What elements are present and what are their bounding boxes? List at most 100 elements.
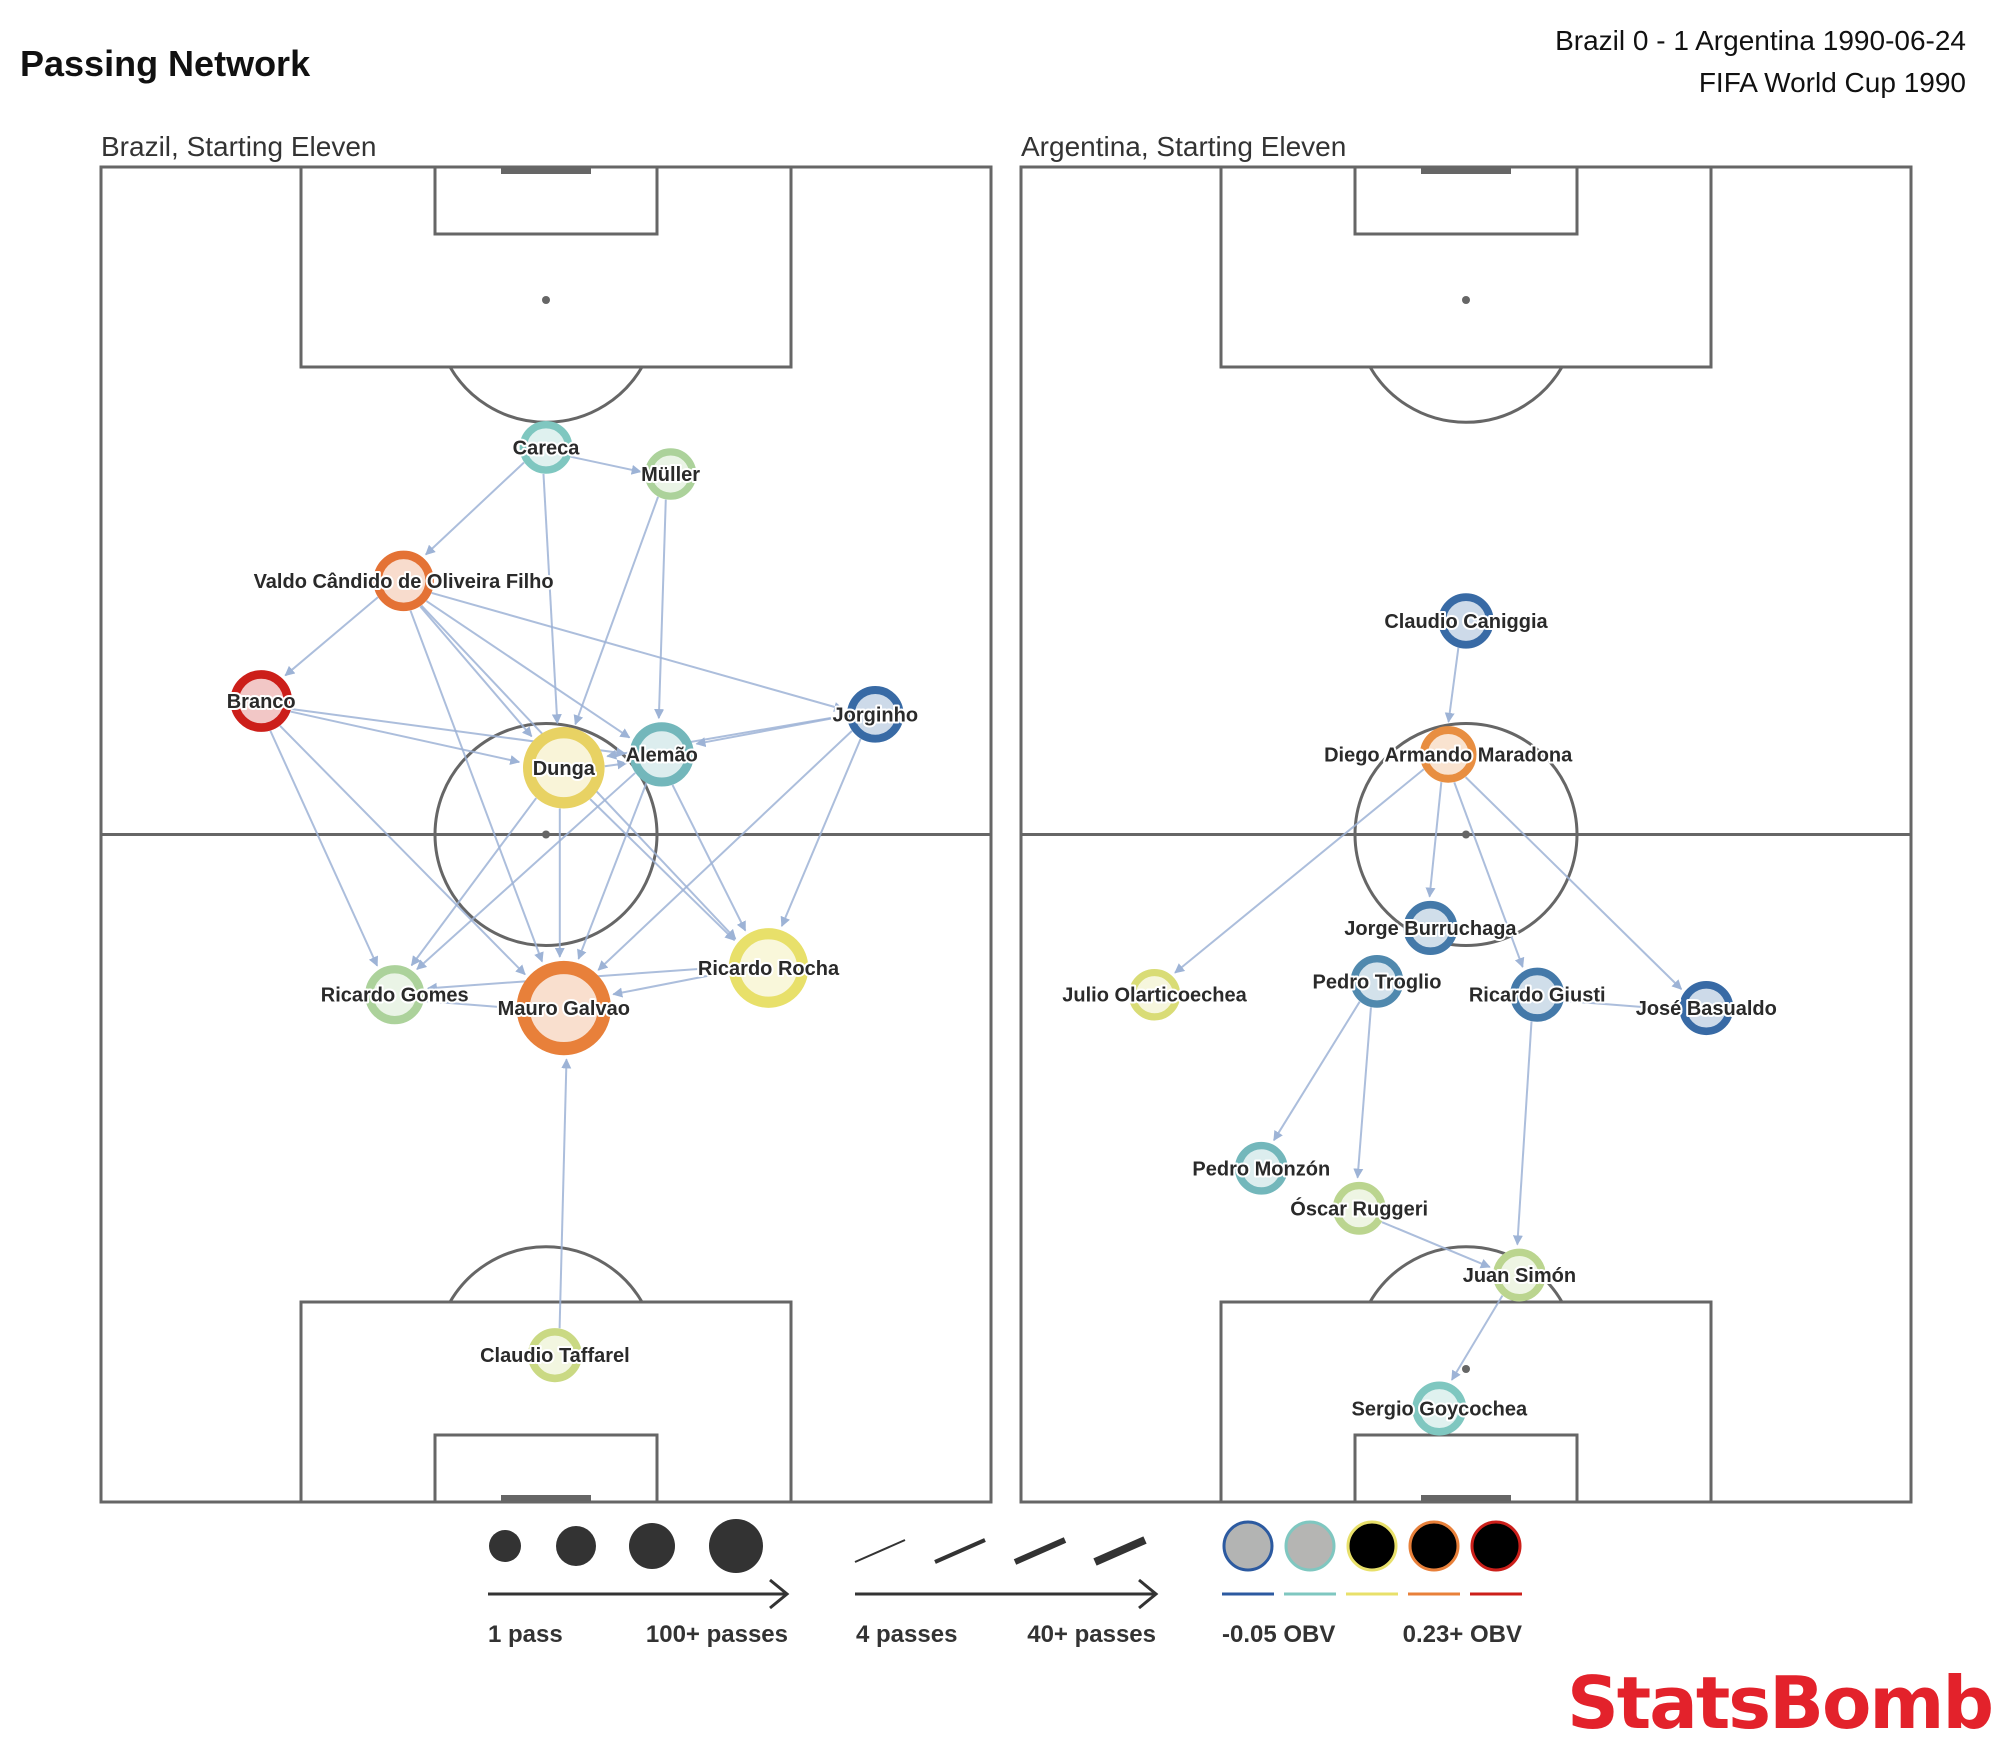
legend-edge-min-label: 4 passes xyxy=(856,1621,957,1648)
page-title: Passing Network xyxy=(20,43,311,84)
player-label-oscar-ruggeri: Óscar Ruggeri xyxy=(1290,1196,1428,1220)
legend-node-medium xyxy=(556,1526,596,1566)
legend-edge-medium xyxy=(934,1538,986,1564)
brazil-bottom-goal-box xyxy=(433,1433,659,1504)
pass-edge-muller-to-dunga xyxy=(573,496,659,726)
argentina-top-goal-box xyxy=(1353,165,1579,236)
pass-edge-dunga-to-alemao xyxy=(604,759,628,770)
argentina-top-penalty-spot xyxy=(1462,296,1470,304)
player-label-dunga: Dunga xyxy=(533,758,596,780)
pass-edge-diego-armando-maradona-to-jose-basualdo xyxy=(1464,776,1683,990)
legend-obv-min-label: -0.05 OBV xyxy=(1222,1621,1335,1648)
pass-edge-pedro-troglio-to-pedro-monzon xyxy=(1273,1001,1361,1142)
player-label-mauro-galvao: Mauro Galvao xyxy=(498,998,630,1020)
player-node-jorge-burruchaga xyxy=(1403,900,1458,955)
pass-edge-diego-armando-maradona-to-jorge-burruchaga xyxy=(1425,782,1443,898)
player-node-diego-armando-maradona xyxy=(1419,726,1477,783)
player-node-pedro-monzon xyxy=(1234,1141,1288,1195)
pass-edge-jorginho-to-ricardo-rocha xyxy=(780,738,862,927)
player-node-jose-basualdo xyxy=(1679,981,1734,1036)
player-node-sergio-goycochea xyxy=(1412,1381,1467,1436)
pass-edge-ricardo-gomes-to-mauro-galvao xyxy=(423,1000,514,1013)
player-label-diego-armando-maradona: Diego Armando Maradona xyxy=(1324,744,1573,766)
edge-width-legend: 4 passes 40+ passes xyxy=(854,1536,1159,1648)
pass-edge-alemao-to-ricardo-rocha xyxy=(671,784,747,932)
brazil-top-goal xyxy=(501,166,591,174)
pass-edge-jorginho-to-alemao xyxy=(695,714,847,748)
player-node-julio-olarticoechea xyxy=(1128,968,1181,1021)
player-node-ricardo-rocha xyxy=(728,928,809,1008)
player-node-ricardo-giusti xyxy=(1510,967,1565,1022)
legend-edge-max-label: 40+ passes xyxy=(1027,1621,1156,1648)
pass-edge-ricardo-giusti-to-jose-basualdo xyxy=(1563,999,1677,1014)
argentina-center-spot xyxy=(1462,830,1470,839)
brazil-top-penalty-arc xyxy=(448,366,644,424)
brazil-top-penalty-spot xyxy=(542,296,550,304)
pass-edge-juan-simon-to-sergio-goycochea xyxy=(1450,1295,1504,1381)
player-label-pedro-monzon: Pedro Monzón xyxy=(1192,1158,1330,1180)
obv-swatch-5 xyxy=(1470,1520,1522,1572)
legend-edge-arrowhead xyxy=(1138,1578,1159,1610)
pass-edge-jorginho-to-mauro-galvao xyxy=(597,730,853,971)
pass-edge-careca-to-dunga xyxy=(542,473,562,725)
legend-node-max-label: 100+ passes xyxy=(646,1621,788,1648)
argentina-subtitle: Argentina, Starting Eleven xyxy=(1021,131,1346,162)
brazil-bottom-goal xyxy=(501,1495,591,1503)
pass-edge-careca-to-valdo-candido-de-oliveira-filho xyxy=(425,461,525,556)
player-label-ricardo-gomes: Ricardo Gomes xyxy=(321,985,469,1007)
player-label-claudio-caniggia: Claudio Caniggia xyxy=(1384,611,1548,633)
player-node-ricardo-gomes xyxy=(365,965,425,1025)
obv-swatch-4 xyxy=(1408,1520,1460,1572)
argentina-top-penalty-arc xyxy=(1368,366,1564,424)
pass-edge-valdo-candido-de-oliveira-filho-to-mauro-galvao xyxy=(409,610,544,963)
match-score: Brazil 0 - 1 Argentina 1990-06-24 xyxy=(1555,25,1966,56)
obv-swatch-2 xyxy=(1284,1520,1336,1572)
pass-edge-claudio-caniggia-to-diego-armando-maradona xyxy=(1444,647,1460,723)
obv-color-legend: -0.05 OBV 0.23+ OBV xyxy=(1222,1520,1522,1648)
pass-edge-dunga-to-ricardo-gomes xyxy=(410,797,538,967)
brazil-bottom-penalty-arc xyxy=(448,1245,644,1303)
player-node-jorginho xyxy=(846,686,904,743)
legend-edge-thick xyxy=(1013,1537,1067,1565)
pass-edge-dunga-to-ricardo-rocha xyxy=(589,798,736,941)
argentina-bottom-goal-box xyxy=(1353,1433,1579,1504)
legend-edge-xthick xyxy=(1093,1536,1147,1566)
competition-name: FIFA World Cup 1990 xyxy=(1699,67,1966,98)
player-label-sergio-goycochea: Sergio Goycochea xyxy=(1351,1399,1527,1421)
player-label-alemao: Alemão xyxy=(626,744,698,766)
node-size-legend: 1 pass 100+ passes xyxy=(488,1519,790,1648)
brazil-center-spot xyxy=(542,830,550,839)
player-label-valdo-candido-de-oliveira-filho: Valdo Cândido de Oliveira Filho xyxy=(254,571,554,593)
brazil-top-goal-box xyxy=(433,165,659,236)
pass-edge-pedro-troglio-to-oscar-ruggeri xyxy=(1353,1007,1372,1179)
player-label-muller: Müller xyxy=(641,464,700,486)
player-label-claudio-taffarel: Claudio Taffarel xyxy=(480,1345,630,1367)
legend-node-arrowhead xyxy=(769,1578,790,1610)
player-label-jose-basualdo: José Basualdo xyxy=(1636,998,1777,1020)
argentina-bottom-penalty-spot xyxy=(1462,1365,1470,1373)
player-node-mauro-galvao xyxy=(516,960,612,1056)
player-node-careca xyxy=(519,420,573,474)
player-label-careca: Careca xyxy=(513,437,581,459)
brazil-subtitle: Brazil, Starting Eleven xyxy=(101,131,376,162)
pass-edge-valdo-candido-de-oliveira-filho-to-alemao xyxy=(425,600,631,739)
player-node-oscar-ruggeri xyxy=(1332,1181,1386,1235)
brazil-center-circle xyxy=(433,722,659,947)
brazil-pass-edges xyxy=(269,455,862,1329)
pass-edge-claudio-taffarel-to-mauro-galvao xyxy=(558,1058,572,1329)
pass-edge-valdo-candido-de-oliveira-filho-to-branco xyxy=(284,596,379,677)
player-node-dunga xyxy=(522,726,605,809)
legend-node-min-label: 1 pass xyxy=(488,1621,563,1648)
player-label-pedro-troglio: Pedro Troglio xyxy=(1313,971,1442,993)
pass-edge-ricardo-giusti-to-juan-simon xyxy=(1512,1021,1533,1246)
pass-edge-branco-to-dunga xyxy=(290,710,521,765)
argentina-pass-edges xyxy=(1174,647,1683,1381)
pass-edge-diego-armando-maradona-to-julio-olarticoechea xyxy=(1174,768,1425,974)
pass-edge-muller-to-alemao xyxy=(654,499,667,720)
legend-node-large xyxy=(629,1523,675,1569)
legend-node-xlarge xyxy=(709,1519,763,1573)
